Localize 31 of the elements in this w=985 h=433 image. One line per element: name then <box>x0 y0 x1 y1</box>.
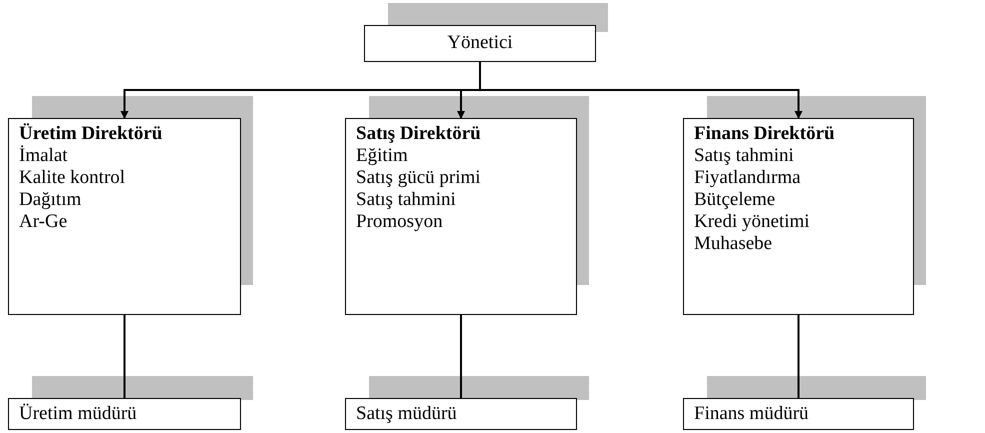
box-text: Promosyon <box>356 211 444 233</box>
connector <box>460 315 462 398</box>
box-text: Satış gücü primi <box>356 167 482 189</box>
org-box <box>683 398 914 430</box>
box-text: Eğitim <box>356 145 409 167</box>
box-heading: Üretim Direktörü <box>19 123 164 145</box>
box-text: Kalite kontrol <box>19 167 126 189</box>
org-box <box>8 118 241 315</box>
box-text: Satış tahmini <box>356 189 457 211</box>
connector <box>479 62 802 119</box>
org-box <box>345 118 577 315</box>
box-text: Üretim müdürü <box>19 403 138 425</box>
org-box <box>683 118 914 315</box>
box-text: Ar-Ge <box>19 211 68 233</box>
box-text: Fiyatlandırma <box>694 167 802 189</box>
org-box <box>8 398 241 430</box>
box-text: Finans müdürü <box>694 403 810 425</box>
connector <box>124 315 126 398</box>
connector <box>798 315 800 398</box>
box-text: İmalat <box>19 145 69 167</box>
box-text: Dağıtım <box>19 189 82 211</box>
box-text: Bütçeleme <box>694 189 776 211</box>
box-text: Kredi yönetimi <box>694 211 811 233</box>
box-text: Yönetici <box>446 32 514 54</box>
org-box <box>364 25 596 62</box>
org-box <box>345 398 577 430</box>
box-text: Muhasebe <box>694 233 774 255</box>
box-text: Satış tahmini <box>694 145 795 167</box>
box-heading: Finans Direktörü <box>694 123 836 145</box>
box-heading: Satış Direktörü <box>356 123 482 145</box>
box-text: Satış müdürü <box>356 403 458 425</box>
